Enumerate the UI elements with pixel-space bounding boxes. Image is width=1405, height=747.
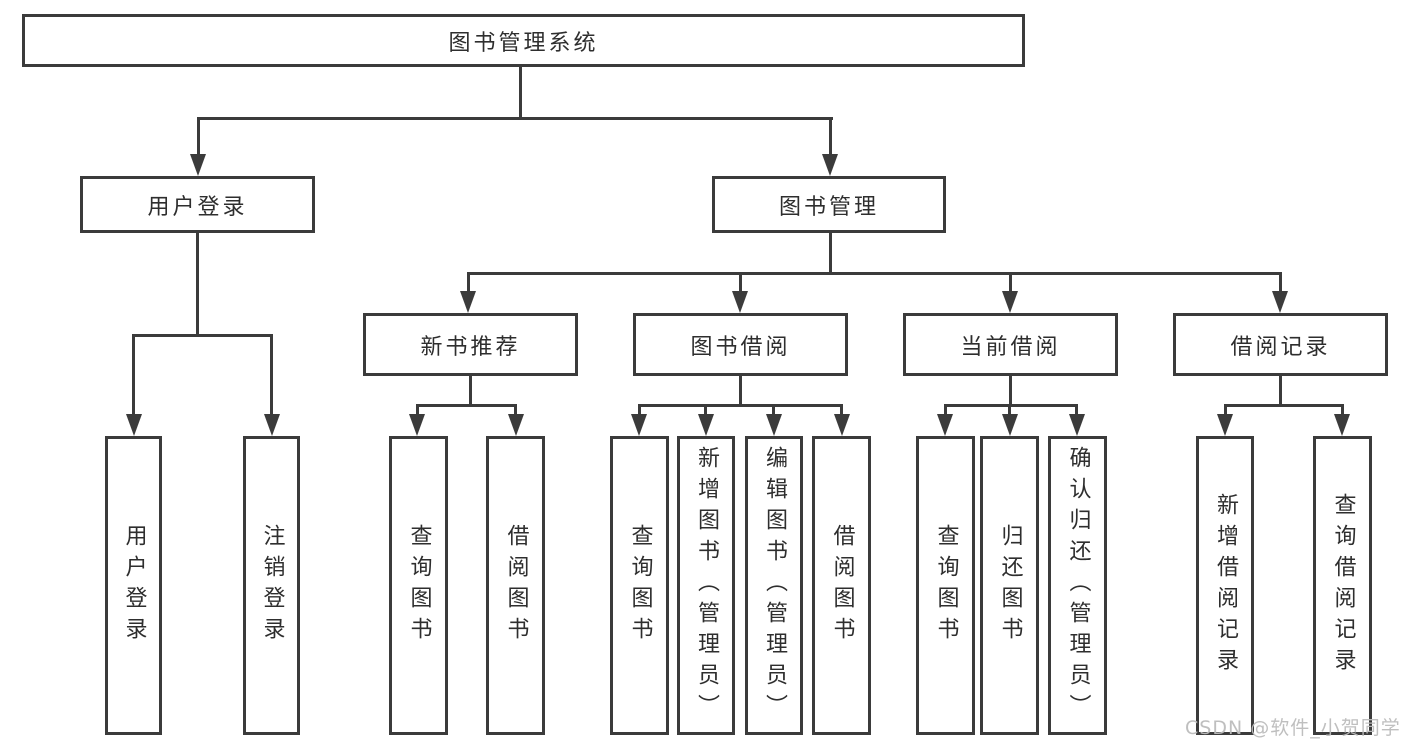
connector-leaf bbox=[840, 404, 843, 416]
arrowhead-icon bbox=[698, 414, 714, 436]
node-new-books: 新书推荐 bbox=[363, 313, 578, 376]
node-current-borrowing-label: 当前借阅 bbox=[960, 334, 1061, 360]
arrowhead-icon bbox=[190, 154, 206, 176]
connector-user-login-stem bbox=[196, 232, 199, 336]
arrowhead-icon bbox=[1217, 414, 1233, 436]
leaf-user-login-label: 用户登录 bbox=[121, 523, 147, 648]
leaf-return-books-label: 归还图书 bbox=[997, 523, 1023, 648]
arrowhead-icon bbox=[732, 291, 748, 313]
node-current-borrowing: 当前借阅 bbox=[903, 313, 1118, 376]
connector-to-borrowing-records bbox=[1279, 272, 1282, 294]
leaf-logout-login: 注销登录 bbox=[243, 436, 300, 735]
arrowhead-icon bbox=[1002, 291, 1018, 313]
node-borrowing-records-label: 借阅记录 bbox=[1230, 334, 1331, 360]
leaf-query-books-newbooks-label: 查询图书 bbox=[406, 523, 432, 648]
connector-new-books-stem bbox=[469, 376, 472, 405]
connector-leaf bbox=[1075, 404, 1078, 416]
arrowhead-icon bbox=[409, 414, 425, 436]
connector-to-book-management bbox=[829, 117, 832, 157]
connector-current-borrowing-stem bbox=[1009, 376, 1012, 405]
leaf-borrow-books-newbooks: 借阅图书 bbox=[486, 436, 545, 735]
node-borrowing-records: 借阅记录 bbox=[1173, 313, 1388, 376]
leaf-query-books-newbooks: 查询图书 bbox=[389, 436, 448, 735]
arrowhead-icon bbox=[460, 291, 476, 313]
leaf-query-borrow-record: 查询借阅记录 bbox=[1313, 436, 1372, 735]
leaf-edit-books-admin: 编辑图书（管理员） bbox=[745, 436, 803, 735]
leaf-query-books-borrowing-label: 查询图书 bbox=[627, 523, 653, 648]
arrowhead-icon bbox=[766, 414, 782, 436]
connector-book-management-bar bbox=[467, 272, 1281, 275]
arrowhead-icon bbox=[126, 414, 142, 436]
leaf-borrow-books-borrowing-label: 借阅图书 bbox=[829, 523, 855, 648]
connector-leaf bbox=[1008, 404, 1011, 416]
connector-book-borrowing-bar bbox=[638, 404, 843, 407]
connector-new-books-bar bbox=[416, 404, 517, 407]
connector-leaf bbox=[416, 404, 419, 416]
connector-borrowing-records-stem bbox=[1279, 376, 1282, 405]
leaf-confirm-return-admin-label: 确认归还（管理员） bbox=[1065, 446, 1091, 725]
connector-root-bar bbox=[197, 117, 833, 120]
connector-leaf bbox=[704, 404, 707, 416]
node-root: 图书管理系统 bbox=[22, 14, 1025, 67]
connector-root-stem bbox=[519, 67, 522, 118]
arrowhead-icon bbox=[631, 414, 647, 436]
leaf-logout-login-label: 注销登录 bbox=[259, 523, 285, 648]
arrowhead-icon bbox=[937, 414, 953, 436]
connector-leaf bbox=[1341, 404, 1344, 416]
connector-current-borrowing-bar bbox=[944, 404, 1078, 407]
arrowhead-icon bbox=[508, 414, 524, 436]
node-user-login: 用户登录 bbox=[80, 176, 315, 233]
leaf-add-books-admin-label: 新增图书（管理员） bbox=[694, 446, 719, 725]
leaf-query-books-current: 查询图书 bbox=[916, 436, 975, 735]
node-book-management: 图书管理 bbox=[712, 176, 946, 233]
connector-user-login-bar bbox=[132, 334, 273, 337]
connector-to-leaf-user-login bbox=[132, 334, 135, 417]
connector-to-user-login bbox=[197, 117, 200, 157]
connector-to-current-borrowing bbox=[1009, 272, 1012, 294]
watermark: CSDN @软件_小贺同学 bbox=[1185, 717, 1401, 739]
arrowhead-icon bbox=[264, 414, 280, 436]
connector-book-management-stem bbox=[829, 232, 832, 274]
leaf-query-books-current-label: 查询图书 bbox=[933, 523, 959, 648]
node-root-label: 图书管理系统 bbox=[448, 30, 599, 56]
node-book-borrowing: 图书借阅 bbox=[633, 313, 848, 376]
leaf-return-books: 归还图书 bbox=[980, 436, 1039, 735]
leaf-query-books-borrowing: 查询图书 bbox=[610, 436, 669, 735]
leaf-confirm-return-admin: 确认归还（管理员） bbox=[1048, 436, 1107, 735]
arrowhead-icon bbox=[1002, 414, 1018, 436]
connector-to-book-borrowing bbox=[739, 272, 742, 294]
arrowhead-icon bbox=[1069, 414, 1085, 436]
node-book-management-label: 图书管理 bbox=[778, 194, 879, 220]
leaf-query-borrow-record-label: 查询借阅记录 bbox=[1330, 492, 1356, 679]
leaf-borrow-books-borrowing: 借阅图书 bbox=[812, 436, 871, 735]
connector-leaf bbox=[1224, 404, 1227, 416]
connector-leaf bbox=[638, 404, 641, 416]
node-new-books-label: 新书推荐 bbox=[420, 334, 521, 360]
arrowhead-icon bbox=[834, 414, 850, 436]
leaf-user-login: 用户登录 bbox=[105, 436, 162, 735]
arrowhead-icon bbox=[1334, 414, 1350, 436]
leaf-edit-books-admin-label: 编辑图书（管理员） bbox=[762, 446, 787, 725]
connector-leaf bbox=[772, 404, 775, 416]
arrowhead-icon bbox=[1272, 291, 1288, 313]
leaf-add-borrow-record: 新增借阅记录 bbox=[1196, 436, 1254, 735]
connector-book-borrowing-stem bbox=[739, 376, 742, 405]
connector-leaf bbox=[944, 404, 947, 416]
connector-borrowing-records-bar bbox=[1224, 404, 1344, 407]
leaf-borrow-books-newbooks-label: 借阅图书 bbox=[503, 523, 529, 648]
connector-leaf bbox=[514, 404, 517, 416]
leaf-add-borrow-record-label: 新增借阅记录 bbox=[1213, 492, 1238, 679]
arrowhead-icon bbox=[822, 154, 838, 176]
leaf-add-books-admin: 新增图书（管理员） bbox=[677, 436, 735, 735]
connector-to-new-books bbox=[467, 272, 470, 294]
node-book-borrowing-label: 图书借阅 bbox=[690, 334, 791, 360]
node-user-login-label: 用户登录 bbox=[147, 194, 248, 220]
connector-to-leaf-logout bbox=[270, 334, 273, 417]
